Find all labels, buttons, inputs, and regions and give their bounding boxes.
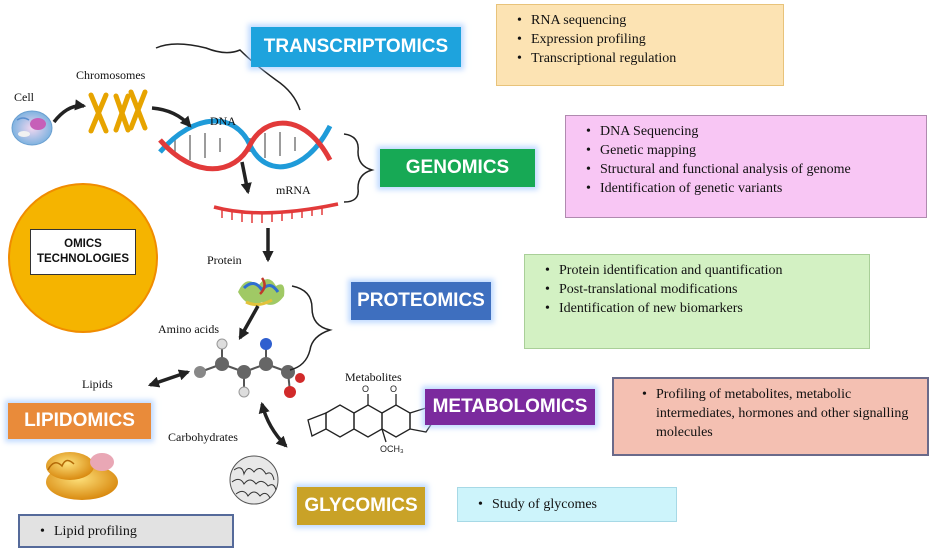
metabolite-structure-icon bbox=[307, 394, 435, 443]
label-metabolites: Metabolites bbox=[345, 370, 402, 384]
proteomics-item-3: Identification of new biomarkers bbox=[545, 299, 861, 318]
lipidomics-badge: LIPIDOMICS bbox=[8, 403, 151, 439]
brace-genomics bbox=[343, 133, 375, 203]
arrow-amino-acids-to-lipids bbox=[147, 369, 191, 388]
glycomics-box: Study of glycomes bbox=[457, 487, 677, 522]
glycomics-item-1: Study of glycomes bbox=[478, 495, 668, 514]
cell-icon bbox=[11, 110, 53, 146]
label-chromosomes: Chromosomes bbox=[76, 68, 146, 82]
label-carbohydrates: Carbohydrates bbox=[168, 430, 238, 444]
proteomics-box: Protein identification and quantificatio… bbox=[524, 254, 870, 349]
proteomics-item-1: Protein identification and quantificatio… bbox=[545, 261, 861, 280]
omics-technologies-label: OMICS TECHNOLOGIES bbox=[30, 229, 136, 275]
label-amino-acids: Amino acids bbox=[158, 322, 219, 336]
metabolomics-box: Profiling of metabolites, metabolic inte… bbox=[612, 377, 929, 456]
genomics-item-4: Identification of genetic variants bbox=[586, 179, 918, 198]
lipidomics-item-1: Lipid profiling bbox=[40, 522, 224, 541]
glycomics-badge: GLYCOMICS bbox=[297, 487, 425, 525]
chromosomes-icon bbox=[88, 89, 148, 134]
label-lipids: Lipids bbox=[82, 377, 113, 391]
arrow-cell-to-chromosomes bbox=[52, 99, 87, 124]
label-dna: DNA bbox=[210, 114, 236, 128]
genomics-badge: GENOMICS bbox=[380, 149, 535, 187]
label-protein: Protein bbox=[207, 253, 242, 267]
mrna-icon bbox=[213, 202, 339, 223]
proteomics-item-2: Post-translational modifications bbox=[545, 280, 861, 299]
dna-helix-icon bbox=[158, 118, 333, 172]
arrow-dna-to-mrna bbox=[240, 161, 252, 195]
svg-text:O: O bbox=[362, 384, 369, 394]
transcriptomics-badge: TRANSCRIPTOMICS bbox=[251, 27, 461, 67]
svg-text:OCH₃: OCH₃ bbox=[380, 444, 404, 454]
arrow-protein-to-amino-acids bbox=[238, 305, 260, 340]
lipidomics-box: Lipid profiling bbox=[18, 514, 234, 548]
center-line1: OMICS bbox=[64, 238, 102, 250]
genomics-box: DNA Sequencing Genetic mapping Structura… bbox=[565, 115, 927, 218]
label-cell: Cell bbox=[14, 90, 34, 104]
transcriptomics-item-2: Expression profiling bbox=[517, 30, 775, 49]
brace-transcriptomics bbox=[155, 43, 301, 111]
metabolomics-badge: METABOLOMICS bbox=[425, 389, 595, 425]
glycan-icon bbox=[229, 455, 279, 505]
center-line2: TECHNOLOGIES bbox=[36, 253, 129, 265]
metabolomics-item-1: Profiling of metabolites, metabolic inte… bbox=[642, 385, 919, 442]
lipid-icon bbox=[46, 452, 118, 500]
transcriptomics-box: RNA sequencing Expression profiling Tran… bbox=[496, 4, 784, 86]
transcriptomics-item-3: Transcriptional regulation bbox=[517, 49, 775, 68]
transcriptomics-item-1: RNA sequencing bbox=[517, 11, 775, 30]
svg-text:O: O bbox=[390, 384, 397, 394]
arrow-amino-acids-to-carbohydrates bbox=[258, 401, 288, 448]
proteomics-badge: PROTEOMICS bbox=[351, 282, 491, 320]
genomics-item-2: Genetic mapping bbox=[586, 141, 918, 160]
genomics-item-1: DNA Sequencing bbox=[586, 122, 918, 141]
label-mrna: mRNA bbox=[276, 183, 311, 197]
protein-icon bbox=[238, 277, 285, 307]
genomics-item-3: Structural and functional analysis of ge… bbox=[586, 160, 918, 179]
omics-technologies-circle: OMICS TECHNOLOGIES bbox=[8, 183, 158, 333]
arrow-chromosomes-to-dna bbox=[151, 106, 192, 128]
brace-proteomics bbox=[289, 285, 333, 371]
amino-acid-molecule-icon bbox=[194, 338, 305, 398]
